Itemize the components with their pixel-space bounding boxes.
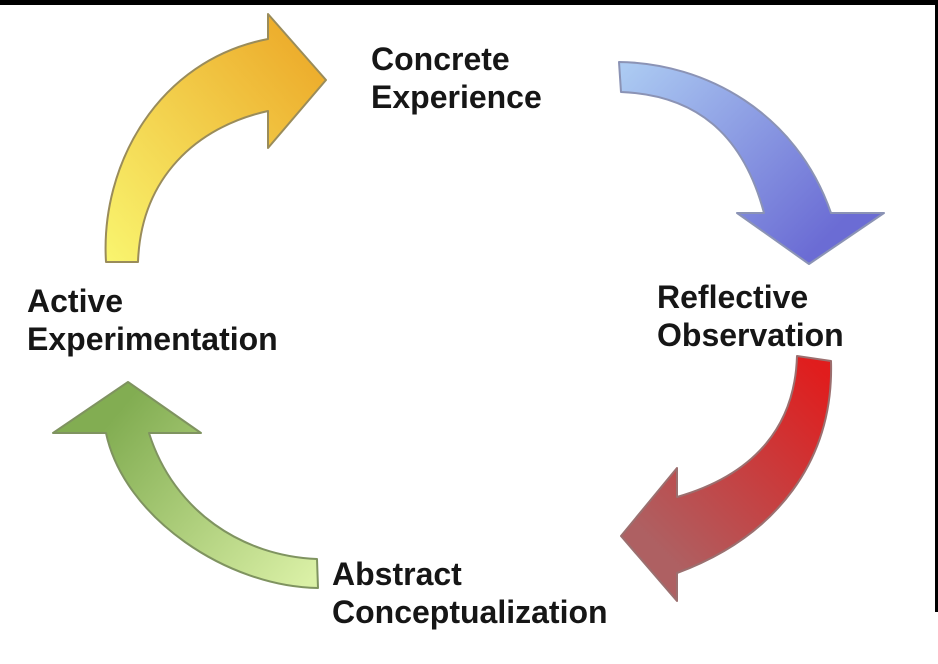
stage-label-line: Observation bbox=[657, 317, 844, 353]
stage-label-line: Abstract bbox=[332, 556, 462, 592]
stage-label-line: Reflective bbox=[657, 279, 809, 315]
stage-label-abstract-conceptualization: Abstract Conceptualization bbox=[332, 555, 608, 631]
concrete-to-reflective-arrow bbox=[618, 61, 885, 265]
active-to-concrete-arrow bbox=[104, 13, 327, 263]
stage-label-line: Experience bbox=[371, 79, 542, 115]
stage-label-line: Concrete bbox=[371, 41, 510, 77]
abstract-to-active-arrow bbox=[52, 381, 319, 589]
stage-label-reflective-observation: Reflective Observation bbox=[657, 278, 844, 354]
stage-label-concrete-experience: Concrete Experience bbox=[371, 40, 542, 116]
frame-right-border bbox=[935, 0, 938, 612]
stage-label-line: Experimentation bbox=[27, 321, 278, 357]
stage-label-active-experimentation: Active Experimentation bbox=[27, 282, 278, 358]
stage-label-line: Conceptualization bbox=[332, 594, 608, 630]
stage-label-line: Active bbox=[27, 283, 124, 319]
frame-top-border bbox=[0, 0, 938, 5]
reflective-to-abstract-arrow bbox=[620, 355, 833, 602]
